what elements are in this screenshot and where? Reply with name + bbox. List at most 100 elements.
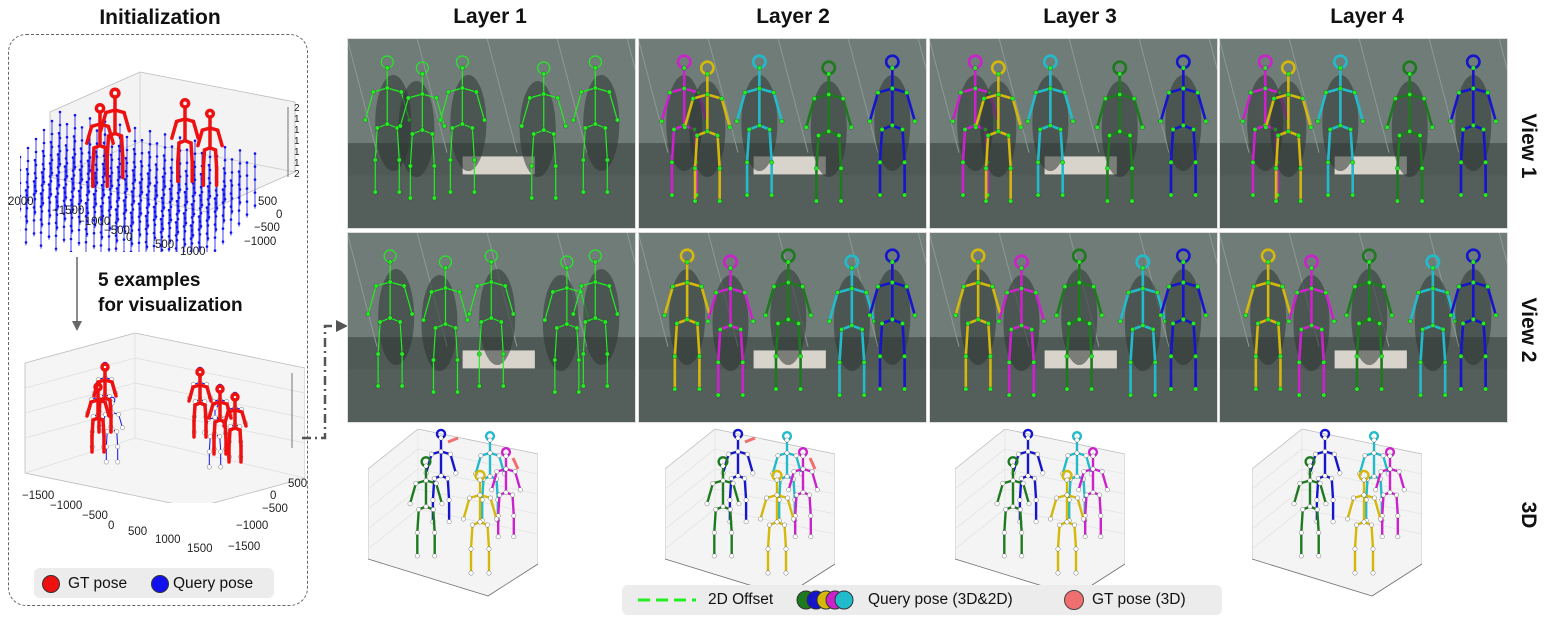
query-point (199, 185, 203, 189)
query-point (24, 215, 28, 218)
query-point (47, 196, 51, 199)
query-point (213, 249, 217, 252)
query-point (62, 225, 66, 229)
query-point (42, 141, 46, 145)
grid-line (1252, 488, 1303, 530)
grid-line (955, 488, 1006, 530)
grid-line (665, 488, 716, 530)
tick-label: 1000 (180, 246, 206, 258)
query-point (24, 202, 28, 205)
query-point (99, 244, 103, 247)
query-point (168, 200, 172, 204)
query-point (198, 194, 202, 197)
query-point (123, 191, 127, 194)
query-point (71, 156, 75, 159)
query-point (245, 213, 249, 216)
query-point (253, 191, 257, 194)
query-point (163, 146, 167, 149)
view-1-layer-2-image (638, 38, 927, 229)
pose-skeleton (1448, 54, 1499, 198)
query-point (152, 244, 156, 248)
tick-label: 500 (128, 526, 148, 538)
query-point (94, 163, 98, 167)
axis-line (368, 558, 489, 597)
view-1-layer-4-image (1219, 38, 1508, 229)
query-point (116, 165, 120, 169)
query-point (102, 141, 106, 145)
legend-gt-pose-3d: GT pose (3D) (1092, 591, 1186, 608)
query-point (174, 234, 178, 237)
query-point (62, 199, 66, 203)
query-point (160, 196, 164, 200)
query-point (138, 194, 142, 197)
query-point (47, 209, 51, 212)
query-point (26, 146, 30, 150)
pose-skeleton (1054, 248, 1105, 392)
gt-pose-3d-marker-icon (1064, 590, 1084, 610)
legend-query-pose-3d-2d: Query pose (3D&2D) (868, 591, 1013, 608)
query-point (223, 145, 227, 149)
query-point (140, 151, 144, 155)
query-point (40, 171, 44, 174)
query-point (64, 144, 68, 147)
query-point (84, 240, 88, 244)
query-point (152, 231, 156, 235)
query-point (152, 205, 156, 209)
pose-skeleton (1407, 254, 1458, 398)
pose-skeleton (85, 103, 115, 189)
floor (1219, 369, 1508, 423)
grid-line (1252, 448, 1303, 490)
query-point (73, 126, 77, 130)
image-frame (929, 232, 1218, 423)
pose-skeleton (1345, 469, 1383, 576)
floor (1219, 175, 1508, 229)
query-point (230, 158, 234, 161)
query-point (107, 248, 111, 251)
dome-panel-edge (347, 232, 378, 347)
query-point (102, 154, 106, 158)
dome-panel-edge (626, 38, 636, 75)
query-point (152, 218, 156, 222)
query-point (80, 139, 84, 142)
dome-panel-edge (1288, 38, 1320, 153)
floor (347, 369, 636, 423)
axis-line (1252, 558, 1373, 597)
query-point (24, 189, 28, 192)
query-point (47, 222, 51, 225)
grid-line (665, 448, 716, 490)
query-point (84, 227, 88, 231)
query-point (237, 196, 241, 199)
query-point (48, 175, 52, 178)
tick-label: −1500 (52, 205, 85, 217)
query-point (107, 196, 111, 199)
query-point (155, 142, 159, 145)
query-point (190, 216, 194, 219)
pose-skeleton (466, 249, 516, 389)
query-point (221, 240, 225, 243)
view-2-layer-4-image (1219, 232, 1508, 423)
query-point (197, 241, 201, 244)
tick-label: 0 (126, 232, 133, 244)
query-point (109, 153, 113, 157)
query-point (205, 219, 209, 222)
query-point (129, 237, 133, 241)
query-point (65, 122, 69, 126)
query-point (245, 200, 249, 203)
grid-line (955, 468, 1006, 510)
query-point (183, 190, 187, 194)
query-point (101, 162, 105, 166)
query-point (85, 180, 89, 184)
query-point (24, 228, 28, 231)
query-point (145, 193, 149, 197)
pose-skeleton (786, 447, 820, 539)
pose-skeleton (1344, 248, 1395, 392)
query-point (253, 165, 257, 168)
gt-pose-marker-icon (42, 575, 60, 593)
query-point (245, 187, 249, 190)
query-point (78, 168, 82, 172)
query-point (159, 217, 163, 221)
query-point (222, 167, 226, 170)
dome-panel-edge (347, 38, 378, 153)
dome-panel-edge (917, 232, 927, 269)
initialization-title: Initialization (99, 6, 221, 29)
